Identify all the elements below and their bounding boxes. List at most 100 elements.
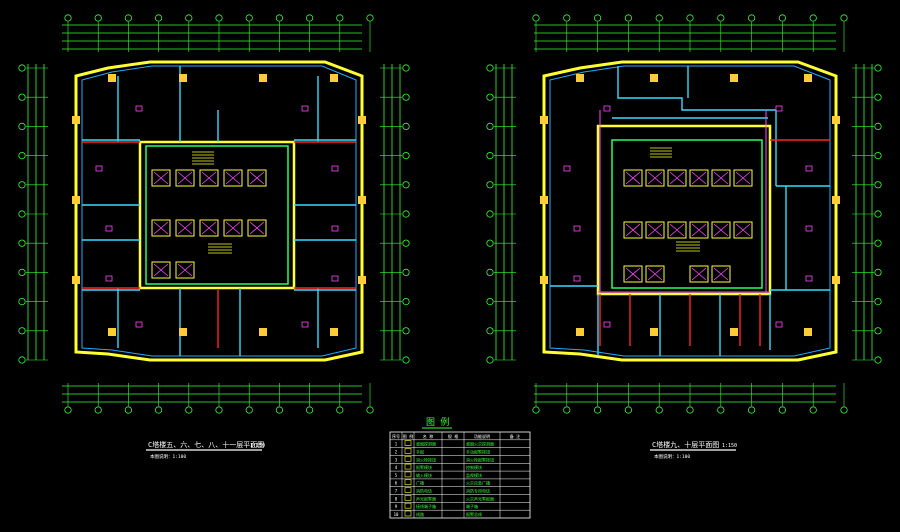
legend-symbol (404, 479, 412, 486)
column (179, 74, 187, 82)
plan-scale: 1:150 (250, 443, 265, 449)
grid-bubble-bottom (336, 406, 344, 414)
plan-title-text: C塔楼五、六、七、八、十一层平面图 (148, 440, 264, 449)
legend-symbol (404, 448, 412, 454)
column (832, 276, 840, 284)
outer-wall (542, 60, 838, 362)
core-outline (138, 140, 296, 290)
grid-bubble-right (874, 64, 882, 72)
grid-bubble-bottom (809, 406, 817, 414)
grid-axis-marks (18, 14, 410, 414)
elevator-shaft (711, 169, 731, 187)
legend-header-cell: 备 注 (510, 433, 520, 439)
column (72, 196, 80, 204)
elevator-shafts (151, 169, 267, 279)
dimension-chain-top (62, 24, 362, 50)
grid-bubble-right (874, 210, 882, 218)
alarm-device (573, 225, 581, 232)
alarm-device (105, 275, 113, 282)
plan-subtitle: 本图说明：1:100 (150, 453, 186, 460)
grid-bubble-top (155, 14, 163, 22)
grid-bubble-right (402, 239, 410, 247)
elevator-shaft (645, 221, 665, 239)
alarm-device (563, 165, 571, 172)
column (108, 74, 116, 82)
grid-bubble-top (840, 14, 848, 22)
grid-bubble-right (402, 64, 410, 72)
grid-bubble-bottom (778, 406, 787, 414)
legend-title: 图 例 (426, 416, 449, 428)
column (259, 328, 267, 336)
legend-row-name: 消防电话 (416, 488, 432, 494)
elevator-shaft (733, 169, 753, 187)
legend-row-number: 9 (395, 504, 398, 509)
alarm-device (301, 105, 309, 112)
grid-bubble-top (532, 14, 540, 22)
alarm-device (105, 225, 113, 232)
grid-bubble-left (486, 64, 494, 72)
grid-bubble-bottom (593, 406, 602, 414)
column (832, 116, 840, 124)
legend-row-number: 3 (395, 457, 398, 462)
grid-axis-marks (486, 14, 882, 414)
plan-title-left: C塔楼五、六、七、八、十一层平面图 1:150 本图说明：1:100 (146, 440, 265, 460)
legend-row-function: 端子箱 (466, 503, 478, 509)
structural-columns (540, 74, 840, 336)
stair (650, 147, 700, 252)
grid-bubble-left (18, 152, 26, 160)
core-outline (596, 124, 772, 296)
grid-bubble-top (275, 14, 283, 22)
grid-bubble-top (336, 14, 344, 22)
grid-bubble-top (809, 14, 817, 22)
floor-plan-right (486, 14, 882, 414)
grid-bubble-bottom (64, 406, 72, 414)
grid-bubble-right (874, 93, 882, 101)
grid-bubble-right (402, 181, 410, 189)
grid-bubble-left (486, 327, 494, 335)
core-inner (611, 139, 763, 289)
elevator-shaft (711, 221, 731, 239)
alarm-device (603, 321, 611, 328)
alarm-device (135, 105, 143, 112)
grid-bubble-bottom (215, 406, 223, 414)
column (540, 276, 548, 284)
grid-bubble-right (402, 93, 410, 101)
elevator-shaft (247, 219, 267, 237)
grid-bubble-bottom (686, 406, 694, 414)
legend-row-name: 报警模块 (416, 464, 432, 470)
grid-bubble-right (402, 152, 410, 160)
legend-row-function: 消防专用电话 (466, 488, 490, 494)
legend-symbol (404, 510, 412, 517)
elevator-shaft (175, 219, 195, 237)
column (576, 328, 584, 336)
elevator-shaft (175, 169, 195, 187)
legend-row-number: 6 (395, 481, 398, 486)
grid-bubble-left (486, 210, 494, 218)
legend-header-cell: 图 例 (403, 433, 413, 439)
column (730, 328, 738, 336)
grid-bubble-right (402, 122, 410, 131)
column (358, 116, 366, 124)
room-partitions (550, 66, 830, 356)
plan-scale: 1:150 (722, 443, 737, 449)
column (259, 74, 267, 82)
alarm-device (775, 105, 783, 112)
column (730, 74, 738, 82)
grid-bubble-left (18, 356, 26, 364)
legend-row-name: 消火栓按钮 (416, 456, 436, 462)
grid-bubble-bottom (245, 406, 253, 414)
legend-row-function: 感烟火灾探测器 (466, 441, 494, 447)
inner-wall (81, 65, 357, 357)
grid-bubble-top (94, 14, 102, 22)
fire-alarm-cables (599, 139, 830, 346)
grid-bubble-top (305, 14, 314, 22)
legend-row-name: 手报 (416, 448, 424, 454)
elevator-shaft (645, 265, 665, 283)
elevator-shaft (223, 169, 243, 187)
column (576, 74, 584, 82)
grid-bubble-bottom (124, 406, 132, 414)
dimension-chain-left (495, 64, 513, 360)
elevator-shaft (199, 169, 219, 187)
grid-bubble-top (686, 14, 694, 22)
